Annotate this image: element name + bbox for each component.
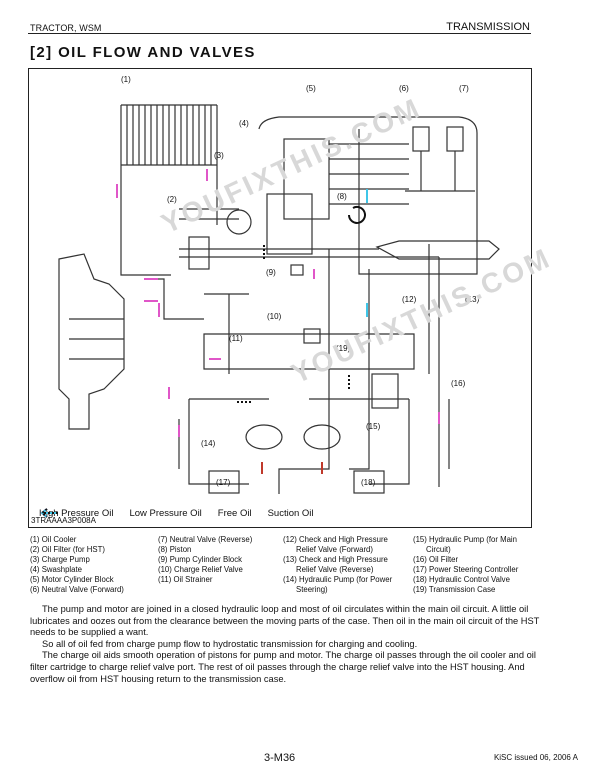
part-item: (1) Oil Cooler	[30, 535, 77, 544]
callout-12: (12)	[402, 295, 417, 304]
issue-note: KiSC issued 06, 2006 A	[493, 753, 578, 762]
part-item: Steering)	[283, 585, 328, 594]
header-rule	[28, 33, 531, 34]
callout-15: (15)	[366, 422, 381, 431]
oil-flow-diagram: (1) (2) (3) (4) (5) (6) (7) (8) (9) (10)…	[28, 68, 532, 528]
motor-cylinder-block	[283, 138, 330, 220]
callout-3: (3)	[214, 151, 224, 160]
legend-label: High Pressure Oil	[39, 508, 114, 519]
hydraulic-pump-ps	[245, 424, 283, 450]
neutral-valve-forward	[412, 126, 430, 152]
header-left: TRACTOR, WSM	[30, 23, 102, 33]
arrow-icon	[40, 508, 58, 518]
part-item: (16) Oil Filter	[413, 555, 459, 564]
callout-4: (4)	[239, 119, 249, 128]
header-right: TRANSMISSION	[446, 21, 530, 33]
part-item: (19) Transmission Case	[413, 585, 496, 594]
part-item: (11) Oil Strainer	[158, 575, 213, 584]
oil-filter	[371, 373, 399, 409]
oil-strainer	[303, 328, 321, 344]
pump-cylinder-block	[266, 193, 313, 255]
callout-6: (6)	[399, 84, 409, 93]
callout-9: (9)	[266, 268, 276, 277]
callout-19: (19)	[336, 344, 351, 353]
callout-5: (5)	[306, 84, 316, 93]
callout-14: (14)	[201, 439, 216, 448]
part-item: Circuit)	[413, 545, 451, 554]
neutral-valve-reverse	[446, 126, 464, 152]
part-item: (13) Check and High Pressure	[283, 555, 388, 564]
parts-column: (1) Oil Cooler (2) Oil Filter (for HST) …	[30, 535, 158, 595]
part-item: (5) Motor Cylinder Block	[30, 575, 114, 584]
section-title: [2] OIL FLOW AND VALVES	[30, 44, 256, 61]
legend-label: Suction Oil	[267, 508, 314, 519]
paragraph: The pump and motor are joined in a close…	[30, 604, 540, 638]
callout-7: (7)	[459, 84, 469, 93]
hydraulic-control-valve	[353, 470, 385, 494]
part-item: (9) Pump Cylinder Block	[158, 555, 243, 564]
part-item: (4) Swashplate	[30, 565, 83, 574]
callout-16: (16)	[451, 379, 466, 388]
parts-column: (15) Hydraulic Pump (for Main Circuit) (…	[413, 535, 550, 595]
body-text: The pump and motor are joined in a close…	[30, 604, 550, 685]
hydraulic-pump-main	[303, 424, 341, 450]
part-item: (6) Neutral Valve (Forward)	[30, 585, 124, 594]
callout-18: (18)	[361, 478, 376, 487]
part-item: (10) Charge Relief Valve	[158, 565, 243, 574]
parts-list: (1) Oil Cooler (2) Oil Filter (for HST) …	[30, 535, 550, 595]
legend-free-oil: Free Oil	[40, 508, 252, 519]
legend-label: Low Pressure Oil	[129, 508, 202, 519]
part-item: (2) Oil Filter (for HST)	[30, 545, 105, 554]
charge-relief-valve	[290, 264, 304, 276]
figure-code: 3TRAAAA3P008A	[31, 516, 96, 525]
diagram-drawing: (1) (2) (3) (4) (5) (6) (7) (8) (9) (10)…	[58, 75, 500, 494]
part-item: (8) Piston	[158, 545, 192, 554]
parts-column: (12) Check and High Pressure Relief Valv…	[283, 535, 413, 595]
transmission-case	[258, 116, 478, 275]
parts-column: (7) Neutral Valve (Reverse) (8) Piston (…	[158, 535, 283, 595]
callout-13: (13)	[465, 295, 480, 304]
callout-17: (17)	[216, 478, 231, 487]
check-relief-valves	[375, 240, 500, 260]
part-item: (14) Hydraulic Pump (for Power	[283, 575, 393, 584]
paragraph: So all of oil fed from charge pump flow …	[42, 638, 418, 649]
callout-8: (8)	[337, 192, 347, 201]
part-item: Relief Valve (Forward)	[283, 545, 373, 554]
charge-pump	[226, 209, 252, 235]
callout-11: (11)	[229, 334, 243, 343]
callout-2: (2)	[167, 195, 177, 204]
legend-label: Free Oil	[217, 508, 252, 519]
callout-10: (10)	[267, 312, 282, 321]
oil-filter-hst	[188, 236, 210, 270]
paragraph: The charge oil aids smooth operation of …	[30, 650, 536, 684]
callout-1: (1)	[121, 75, 131, 84]
legend-suction-oil: Suction Oil	[40, 508, 314, 519]
part-item: (15) Hydraulic Pump (for Main	[413, 535, 517, 544]
part-item: (7) Neutral Valve (Reverse)	[158, 535, 253, 544]
power-steering-controller	[208, 470, 240, 494]
part-item: (12) Check and High Pressure	[283, 535, 388, 544]
oil-cooler	[120, 105, 218, 165]
part-item: Relief Valve (Reverse)	[283, 565, 374, 574]
gearbox	[58, 253, 125, 430]
part-item: (17) Power Steering Controller	[413, 565, 519, 574]
page-number: 3-M36	[264, 752, 296, 764]
flow-legend: High Pressure Oil Low Pressure Oil Free …	[39, 508, 314, 519]
legend-low-pressure: Low Pressure Oil	[40, 508, 202, 519]
part-item: (18) Hydraulic Control Valve	[413, 575, 510, 584]
part-item: (3) Charge Pump	[30, 555, 90, 564]
